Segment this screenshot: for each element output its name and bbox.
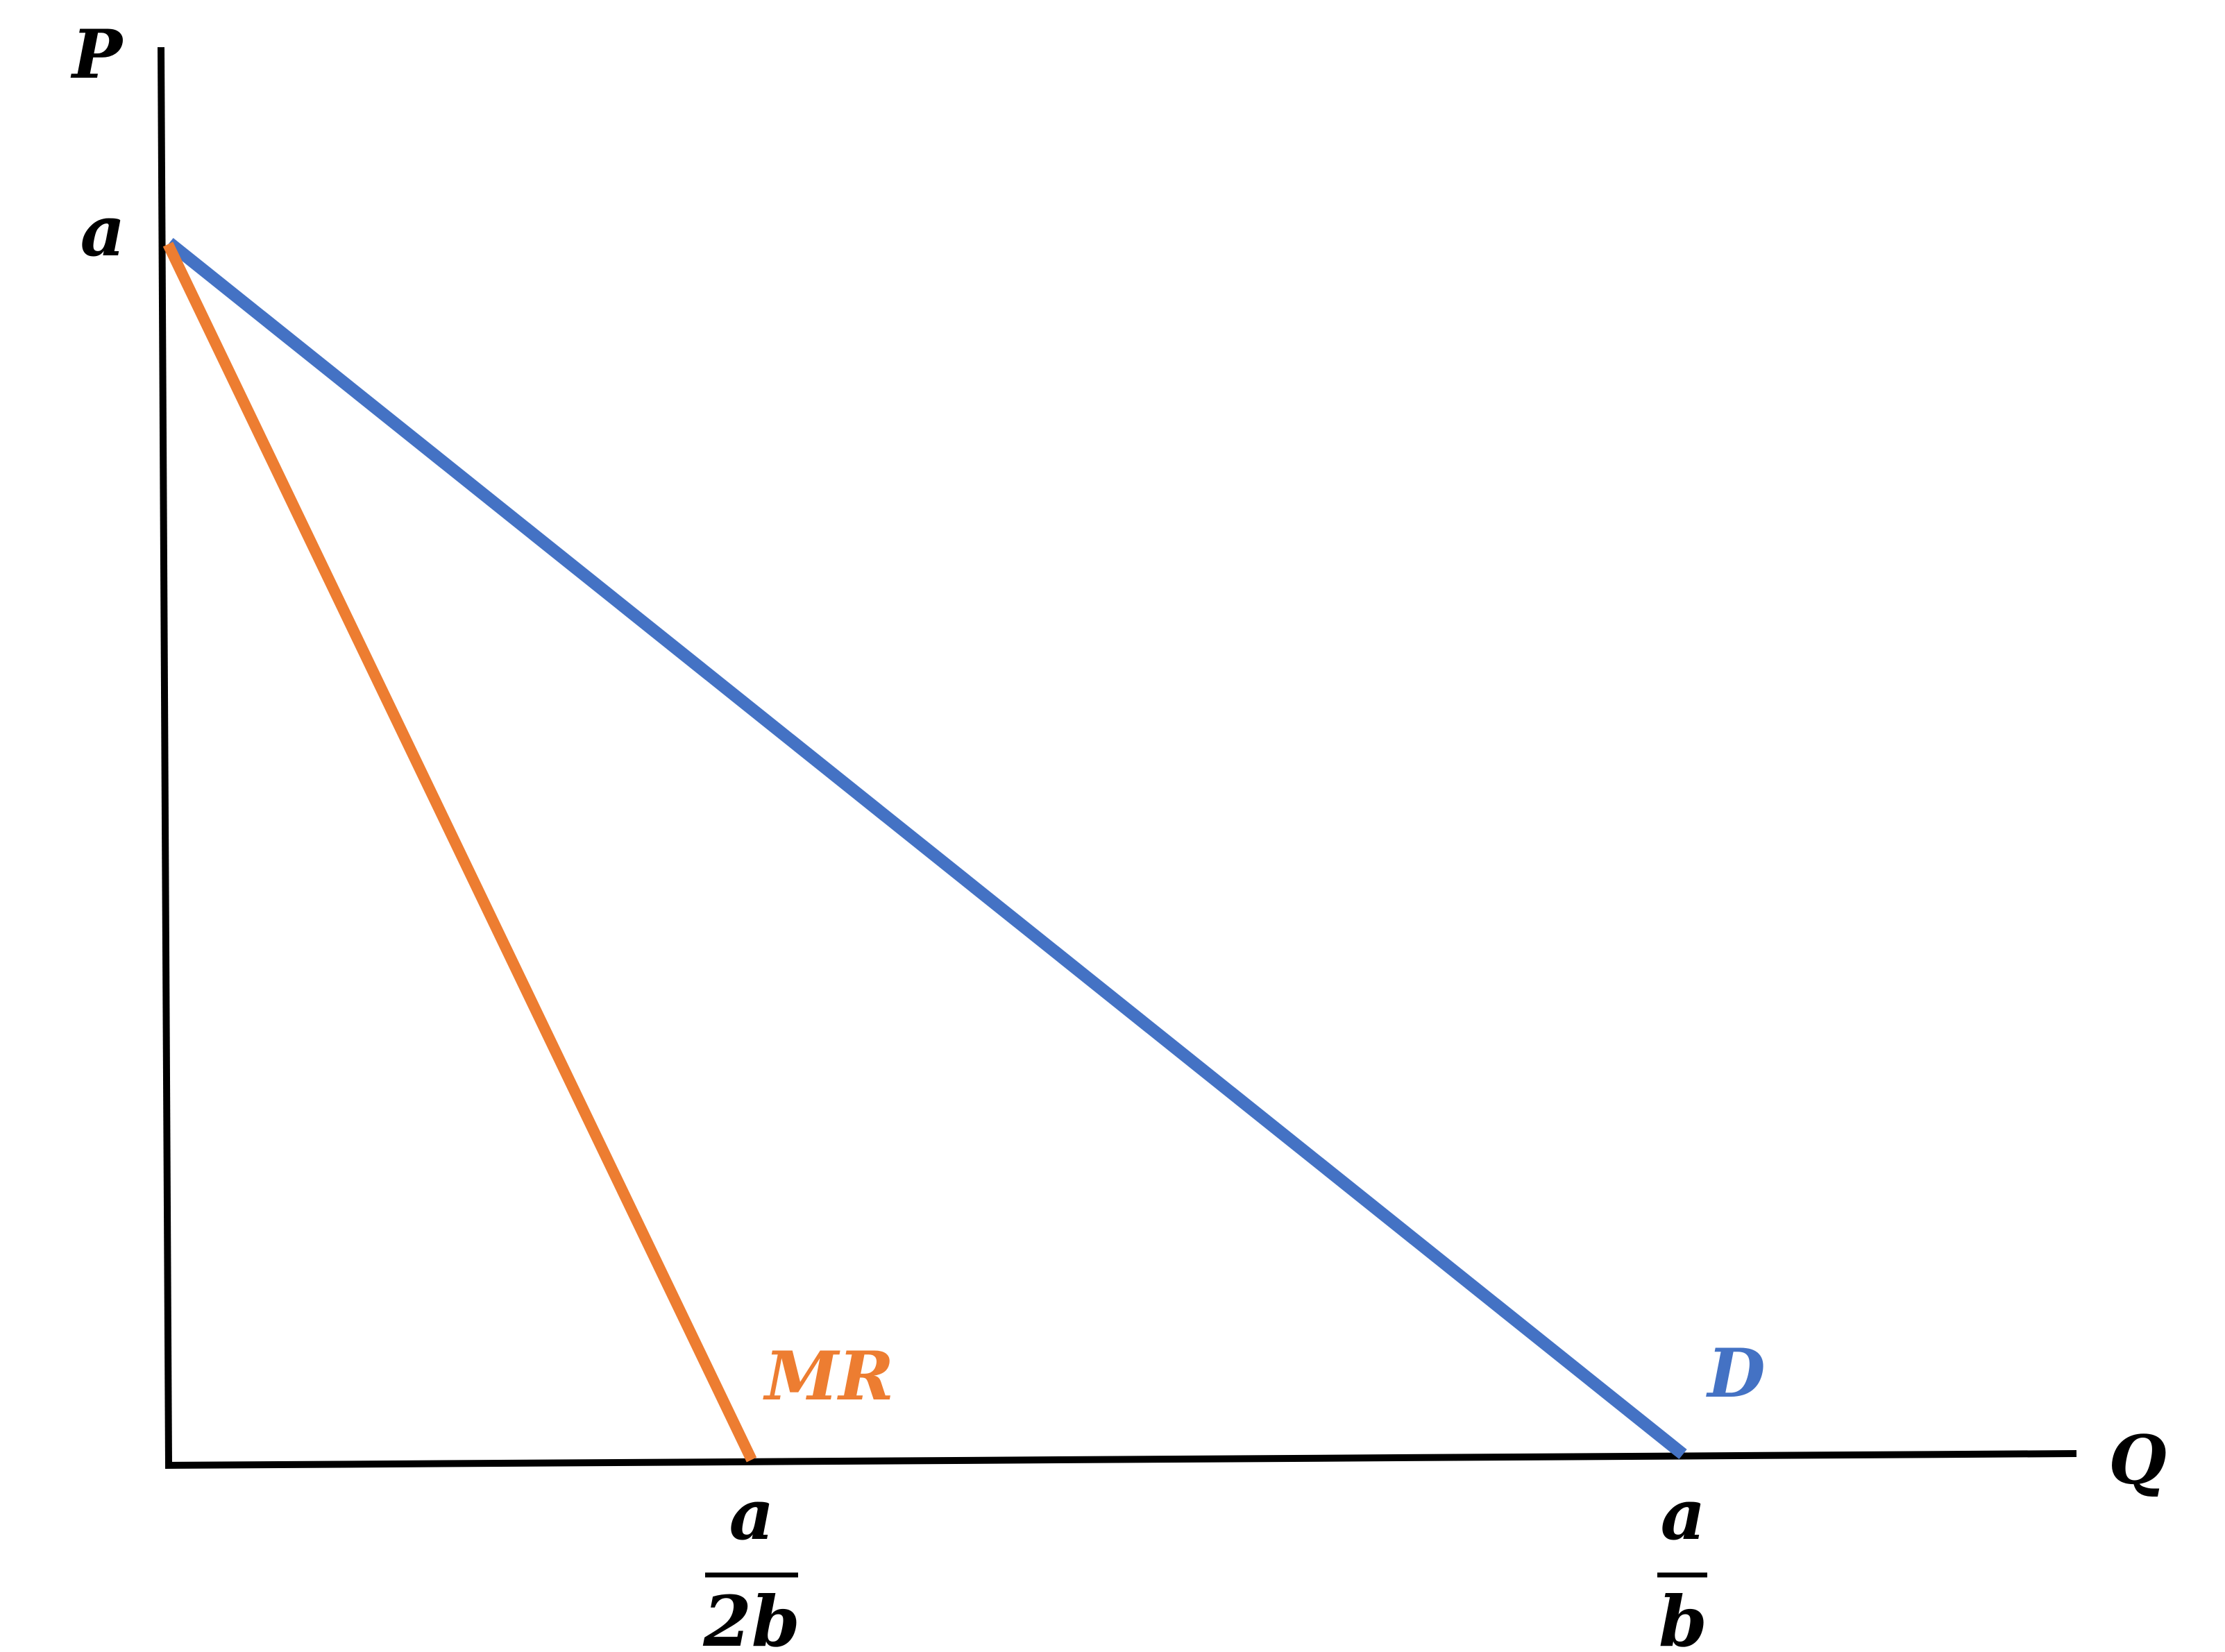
demand-curve xyxy=(165,237,1687,1460)
y-intercept-label: a xyxy=(81,190,126,272)
mr-curve xyxy=(162,241,757,1463)
y-axis xyxy=(158,46,172,1466)
d-intercept-denominator: b xyxy=(1659,1581,1707,1652)
x-axis xyxy=(164,1450,2077,1469)
d-intercept-numerator: a xyxy=(1661,1474,1706,1556)
mr-label: MR xyxy=(763,1337,894,1415)
demand-label: D xyxy=(1705,1334,1765,1413)
q-axis-label: Q xyxy=(2108,1421,2167,1499)
mr-intercept-denominator: 2b xyxy=(702,1581,800,1652)
mr-intercept-numerator: a xyxy=(729,1474,775,1556)
p-axis-label: P xyxy=(70,15,124,94)
